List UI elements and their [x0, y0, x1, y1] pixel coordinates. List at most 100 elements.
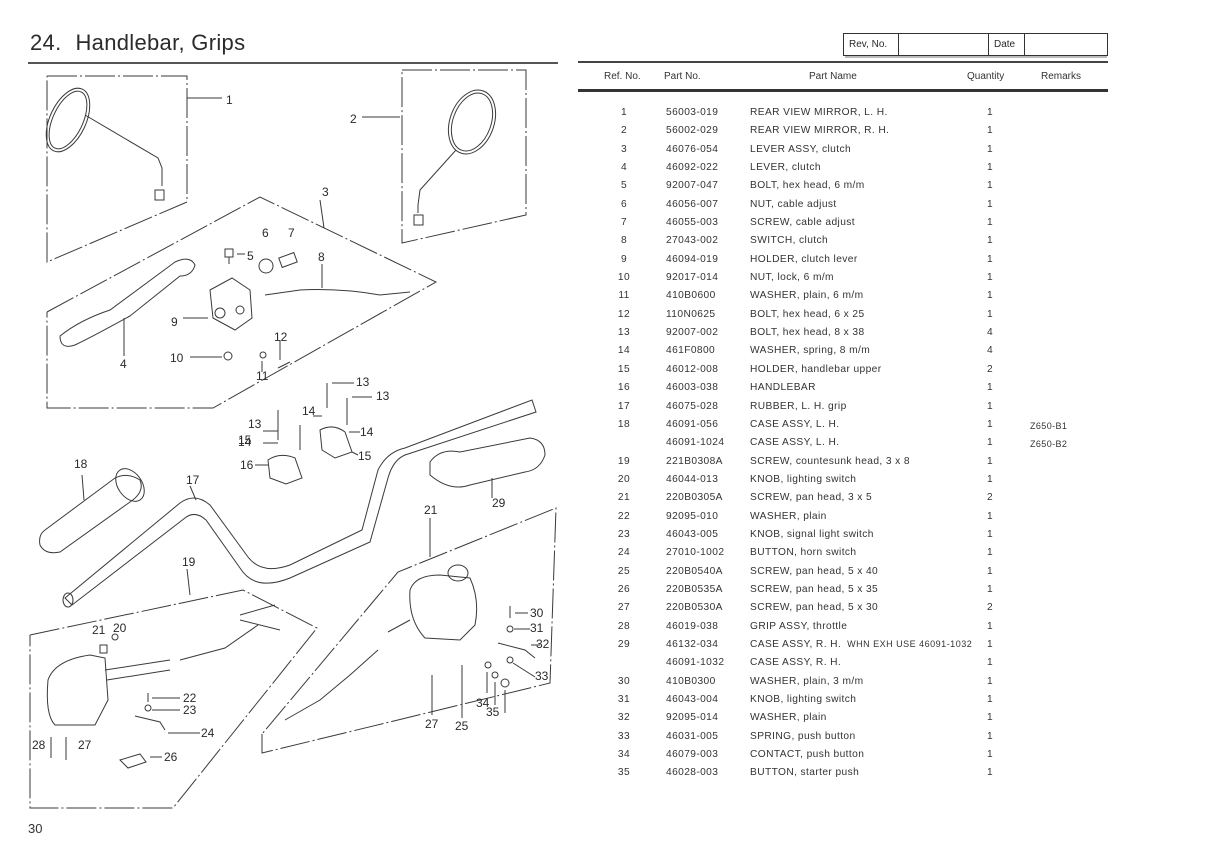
rh-switch-knob	[447, 564, 469, 582]
part-name: WASHER, plain	[750, 712, 827, 724]
part-no: 220B0305A	[666, 492, 723, 504]
part-name: SWITCH, clutch	[750, 235, 829, 247]
screw-19	[111, 633, 119, 641]
ref-no: 35	[617, 767, 631, 779]
part-no: 46056-007	[666, 198, 719, 210]
lighting-knob-20	[99, 644, 108, 654]
callout-label: 18	[74, 457, 88, 471]
handlebar-holder-right	[319, 426, 353, 459]
remarks: Z650-B1	[1030, 420, 1068, 431]
part-no: 27043-002	[666, 235, 719, 247]
part-no: 46091-1024	[666, 437, 725, 449]
callout-label: 19	[182, 555, 196, 569]
callout-label: 27	[425, 717, 439, 731]
quantity: 1	[986, 583, 994, 595]
callout-label: 35	[486, 705, 500, 719]
ref-no: 27	[617, 602, 631, 614]
callout-label: 33	[535, 669, 549, 683]
part-no: 46012-008	[666, 363, 719, 375]
callout-label: 12	[274, 330, 288, 344]
ref-no: 15	[617, 363, 631, 375]
quantity: 1	[986, 620, 994, 632]
part-no: 46076-054	[666, 143, 719, 155]
callout-label: 21	[92, 623, 106, 637]
part-name: CONTACT, push button	[750, 749, 865, 761]
ref-no: 30	[617, 675, 631, 687]
part-name: LEVER ASSY, clutch	[750, 143, 852, 155]
callout-label: 34	[476, 696, 490, 710]
part-name: CASE ASSY, R. H.WHN EXH USE 46091-1032	[750, 638, 973, 650]
part-no: 46043-005	[666, 528, 719, 540]
date-label: Date	[989, 34, 1025, 55]
callout-label: 30	[530, 606, 544, 620]
part-no: 46044-013	[666, 473, 719, 485]
quantity: 1	[986, 253, 994, 265]
quantity: 1	[986, 308, 994, 320]
quantity: 1	[986, 455, 994, 467]
quantity: 2	[986, 492, 994, 504]
part-no: 46092-022	[666, 162, 719, 174]
bolt-5	[224, 248, 234, 258]
quantity: 1	[986, 143, 994, 155]
part-no: 46094-019	[666, 253, 719, 265]
part-no: 92095-010	[666, 510, 719, 522]
part-no: 92017-014	[666, 272, 719, 284]
left-grip	[39, 474, 142, 554]
quantity: 1	[986, 125, 994, 137]
callout-label: 8	[318, 250, 325, 264]
header-part-name: Part Name	[809, 71, 857, 82]
quantity: 1	[986, 565, 994, 577]
part-no: 46003-038	[666, 382, 719, 394]
part-name: NUT, lock, 6 m/m	[750, 272, 834, 284]
handlebar-end	[62, 592, 74, 608]
mirror-rh-glass	[447, 89, 497, 155]
handlebar-group	[39, 382, 546, 608]
callout-label: 1	[226, 93, 233, 107]
ref-no: 12	[617, 308, 631, 320]
handlebar-holder-left	[267, 454, 303, 485]
callout-label: 10	[170, 351, 184, 365]
part-name: SCREW, countesunk head, 3 x 8	[750, 455, 910, 467]
part-name: NUT, cable adjust	[750, 198, 837, 210]
quantity: 1	[986, 382, 994, 394]
plain-washer	[259, 351, 267, 359]
ref-no: 7	[620, 217, 628, 229]
part-no: 220B0530A	[666, 602, 723, 614]
lh-switch-case-group	[29, 568, 318, 809]
callout-label: 26	[164, 750, 178, 764]
part-no: 46091-056	[666, 418, 719, 430]
callout-label: 28	[32, 738, 46, 752]
revision-box: Rev, No. Date	[843, 33, 1108, 56]
rev-label: Rev, No.	[844, 34, 899, 55]
ref-no: 33	[617, 730, 631, 742]
part-no: 46079-003	[666, 749, 719, 761]
callout-label: 14	[238, 435, 252, 449]
table-header-rule	[578, 89, 1108, 92]
part-no: 410B0300	[666, 675, 716, 687]
part-name: BOLT, hex head, 6 x 25	[750, 308, 865, 320]
part-no: 46031-005	[666, 730, 719, 742]
quantity: 1	[986, 547, 994, 559]
rh-switch-wiring	[284, 619, 411, 721]
page-number: 30	[28, 821, 43, 836]
quantity: 1	[986, 162, 994, 174]
ref-no: 1	[620, 107, 628, 118]
header-quantity: Quantity	[967, 71, 1005, 82]
callout-label: 14	[302, 404, 316, 418]
part-no: 92007-002	[666, 327, 719, 339]
callout-label: 11	[256, 369, 269, 383]
callout-label: 7	[288, 226, 295, 240]
